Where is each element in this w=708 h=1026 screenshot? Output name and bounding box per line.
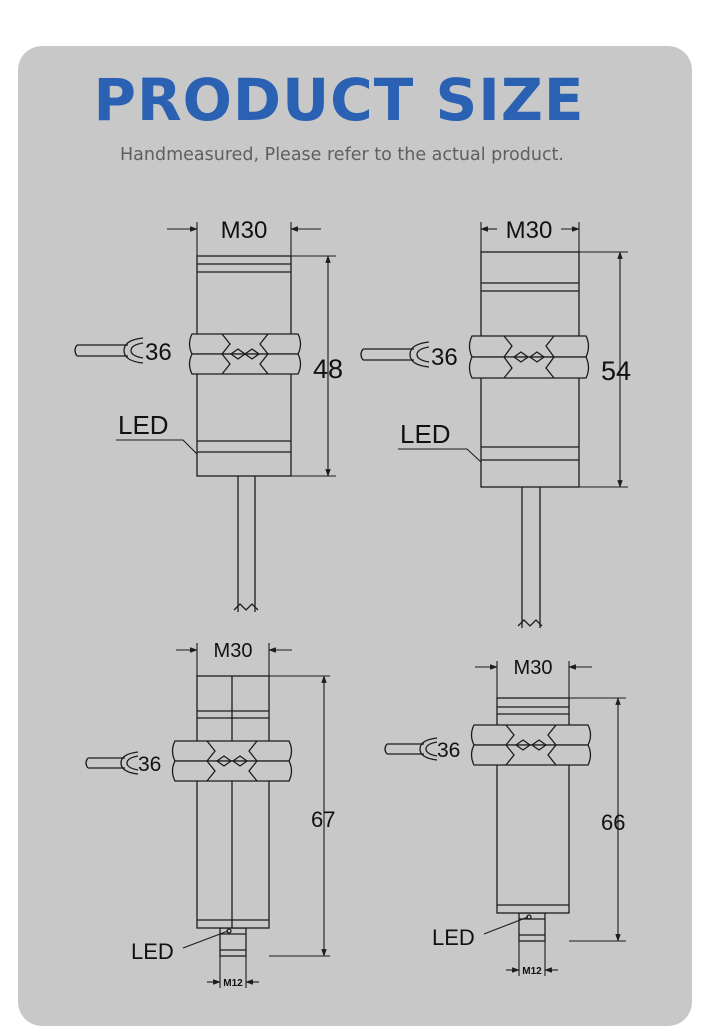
thread-label: M30 [221, 217, 268, 244]
sensor-drawing-1: M30 36 48 LED [74, 217, 343, 612]
page-title: PRODUCT SIZE [93, 66, 585, 134]
hex-nut [171, 740, 293, 782]
led-label: LED [432, 925, 475, 950]
spanner-icon [85, 751, 139, 775]
thread-label: M30 [506, 217, 553, 244]
led-label: LED [131, 939, 174, 964]
connector-label: M12 [223, 978, 243, 989]
nut-size-label: 36 [431, 344, 458, 371]
hex-nut [470, 724, 592, 766]
page-subtitle: Handmeasured, Please refer to the actual… [120, 145, 564, 165]
hex-nut [468, 335, 590, 379]
sensor-drawing-3: M30 36 67 LED M12 [85, 640, 335, 989]
sensor-drawing-4: M30 36 66 LED M12 [384, 657, 626, 977]
nut-size-label: 36 [437, 739, 460, 762]
sensor-drawing-2: M30 36 54 LED [360, 217, 631, 628]
length-label: 66 [601, 810, 625, 835]
length-label: 54 [601, 356, 631, 386]
product-size-card [18, 46, 692, 1026]
led-label: LED [118, 410, 169, 440]
hex-nut [188, 333, 302, 375]
spanner-icon [74, 337, 144, 364]
spanner-icon [384, 737, 438, 761]
length-label: 48 [313, 354, 343, 384]
led-label: LED [400, 419, 451, 449]
thread-label: M30 [514, 657, 553, 679]
connector-label: M12 [522, 966, 542, 977]
spanner-icon [360, 341, 430, 368]
thread-label: M30 [214, 640, 253, 662]
nut-size-label: 36 [145, 339, 172, 366]
dimension-drawings: M30 36 48 LED [74, 217, 631, 989]
nut-size-label: 36 [138, 753, 161, 776]
length-label: 67 [311, 807, 335, 832]
